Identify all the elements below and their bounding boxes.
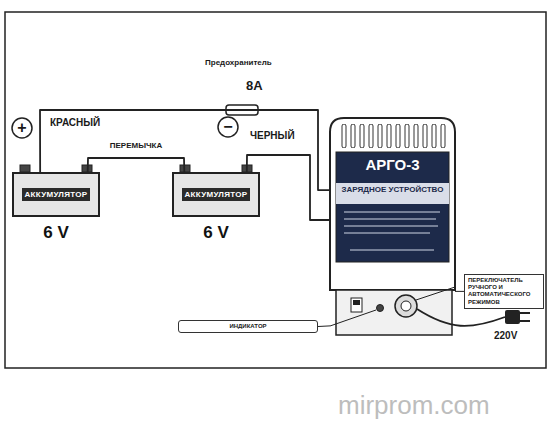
switch-leader-line bbox=[455, 291, 464, 292]
charger-housing bbox=[330, 118, 455, 290]
brand-name: АРГО-3 bbox=[336, 156, 449, 173]
battery-label: АККУМУЛЯТОР bbox=[182, 188, 251, 201]
indicator-tube: ИНДИКАТОР bbox=[178, 320, 318, 333]
charger-fine-print bbox=[344, 212, 440, 250]
switch-callout-box: ПЕРЕКЛЮЧАТЕЛЬ РУЧНОГО И АВТОМАТИЧЕСКОГО … bbox=[464, 274, 544, 309]
device-name: ЗАРЯДНОЕ УСТРОЙСТВО bbox=[336, 185, 449, 194]
battery-label: АККУМУЛЯТОР bbox=[22, 188, 91, 201]
fuse-rating: 8А bbox=[246, 78, 263, 93]
power-switch bbox=[351, 298, 362, 312]
jumper-wire bbox=[88, 158, 185, 172]
mode-knob bbox=[395, 295, 417, 317]
minus-circle bbox=[218, 117, 238, 137]
wire-colour: КРАСНЫЙ bbox=[50, 117, 100, 128]
wire-colour: ЧЕРНЫЙ bbox=[250, 130, 295, 141]
fuse-name: Предохранитель bbox=[205, 58, 272, 67]
edge-label: ПЕРЕМЫЧКА bbox=[108, 141, 165, 150]
watermark: mirprom.com bbox=[338, 390, 490, 421]
callout-text: ПЕРЕКЛЮЧАТЕЛЬ РУЧНОГО И АВТОМАТИЧЕСКОГО … bbox=[468, 277, 540, 306]
mains-voltage: 220V bbox=[494, 330, 517, 341]
indicator-label: ИНДИКАТОР bbox=[179, 321, 317, 332]
polarity-sign: − bbox=[218, 117, 238, 137]
battery-terminals bbox=[20, 165, 252, 172]
charger-panel bbox=[336, 152, 449, 262]
polarity-sign: + bbox=[12, 118, 32, 138]
frame bbox=[5, 12, 546, 368]
voltage-caption: 6 V bbox=[174, 223, 258, 243]
charger-strip bbox=[336, 183, 449, 204]
charger-base bbox=[336, 290, 452, 335]
indicator-leader bbox=[330, 310, 376, 326]
indicator-led bbox=[377, 305, 384, 312]
voltage-caption: 6 V bbox=[14, 223, 98, 243]
indicator-leader-line bbox=[318, 325, 330, 327]
plus-circle bbox=[12, 118, 32, 138]
battery: АККУМУЛЯТОР6 V bbox=[172, 172, 260, 217]
power-plug bbox=[505, 310, 520, 324]
charger-unit: АРГО-3ЗАРЯДНОЕ УСТРОЙСТВО bbox=[330, 118, 455, 335]
power-cord bbox=[417, 309, 505, 326]
charger-grill bbox=[340, 124, 448, 148]
battery: АККУМУЛЯТОР6 V bbox=[12, 172, 100, 217]
switch-leader bbox=[416, 287, 455, 300]
